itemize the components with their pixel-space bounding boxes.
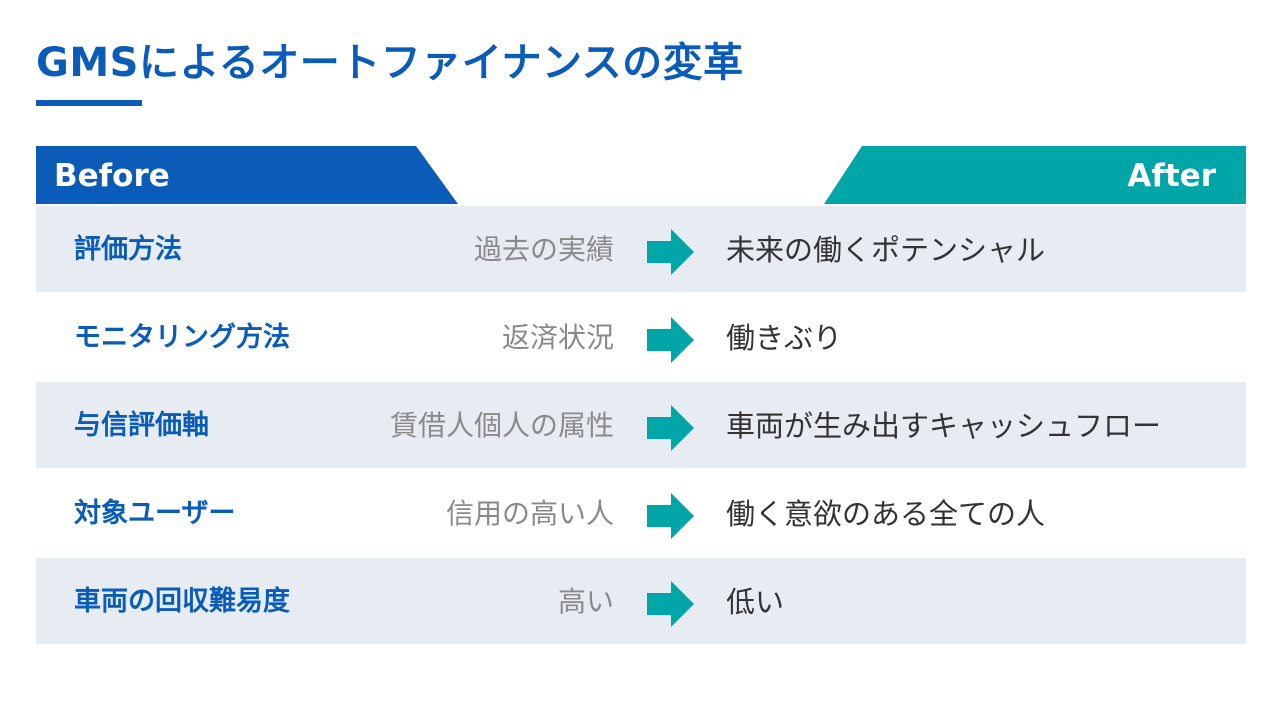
comparison-row: 対象ユーザー 信用の高い人 働く意欲のある全ての人 (36, 470, 1246, 556)
title-underline (36, 100, 142, 106)
comparison-table: 評価方法 過去の実績 未来の働くポテンシャル モニタリング方法 返済状況 働きぶ… (36, 206, 1246, 646)
comparison-row: モニタリング方法 返済状況 働きぶり (36, 294, 1246, 380)
row-after-value: 未来の働くポテンシャル (726, 233, 1046, 267)
row-before-value: 賃借人個人の属性 (389, 409, 614, 442)
row-before-value: 高い (557, 585, 614, 618)
row-after-value: 働きぶり (726, 321, 843, 355)
arrow-right-icon (647, 581, 694, 627)
arrow-right-icon (647, 229, 694, 275)
row-after-value: 働く意欲のある全ての人 (726, 497, 1046, 531)
row-label: 評価方法 (74, 234, 182, 265)
after-header: After (824, 146, 1246, 204)
row-before-value: 返済状況 (501, 321, 614, 354)
row-before-value: 信用の高い人 (445, 497, 614, 530)
comparison-row: 評価方法 過去の実績 未来の働くポテンシャル (36, 206, 1246, 292)
row-label: 与信評価軸 (74, 410, 209, 441)
comparison-row: 車両の回収難易度 高い 低い (36, 558, 1246, 644)
before-header: Before (36, 146, 458, 204)
row-after-value: 低い (726, 585, 785, 619)
comparison-row: 与信評価軸 賃借人個人の属性 車両が生み出すキャッシュフロー (36, 382, 1246, 468)
row-label: モニタリング方法 (74, 322, 290, 353)
arrow-right-icon (647, 317, 694, 363)
row-before-value: 過去の実績 (473, 233, 614, 266)
row-label: 車両の回収難易度 (74, 586, 290, 617)
before-header-label: Before (54, 158, 170, 194)
arrow-right-icon (647, 493, 694, 539)
row-after-value: 車両が生み出すキャッシュフロー (726, 409, 1162, 443)
row-label: 対象ユーザー (74, 498, 236, 529)
page-title: GMSによるオートファイナンスの変革 (36, 40, 744, 86)
after-header-label: After (1127, 158, 1216, 194)
arrow-right-icon (647, 405, 694, 451)
